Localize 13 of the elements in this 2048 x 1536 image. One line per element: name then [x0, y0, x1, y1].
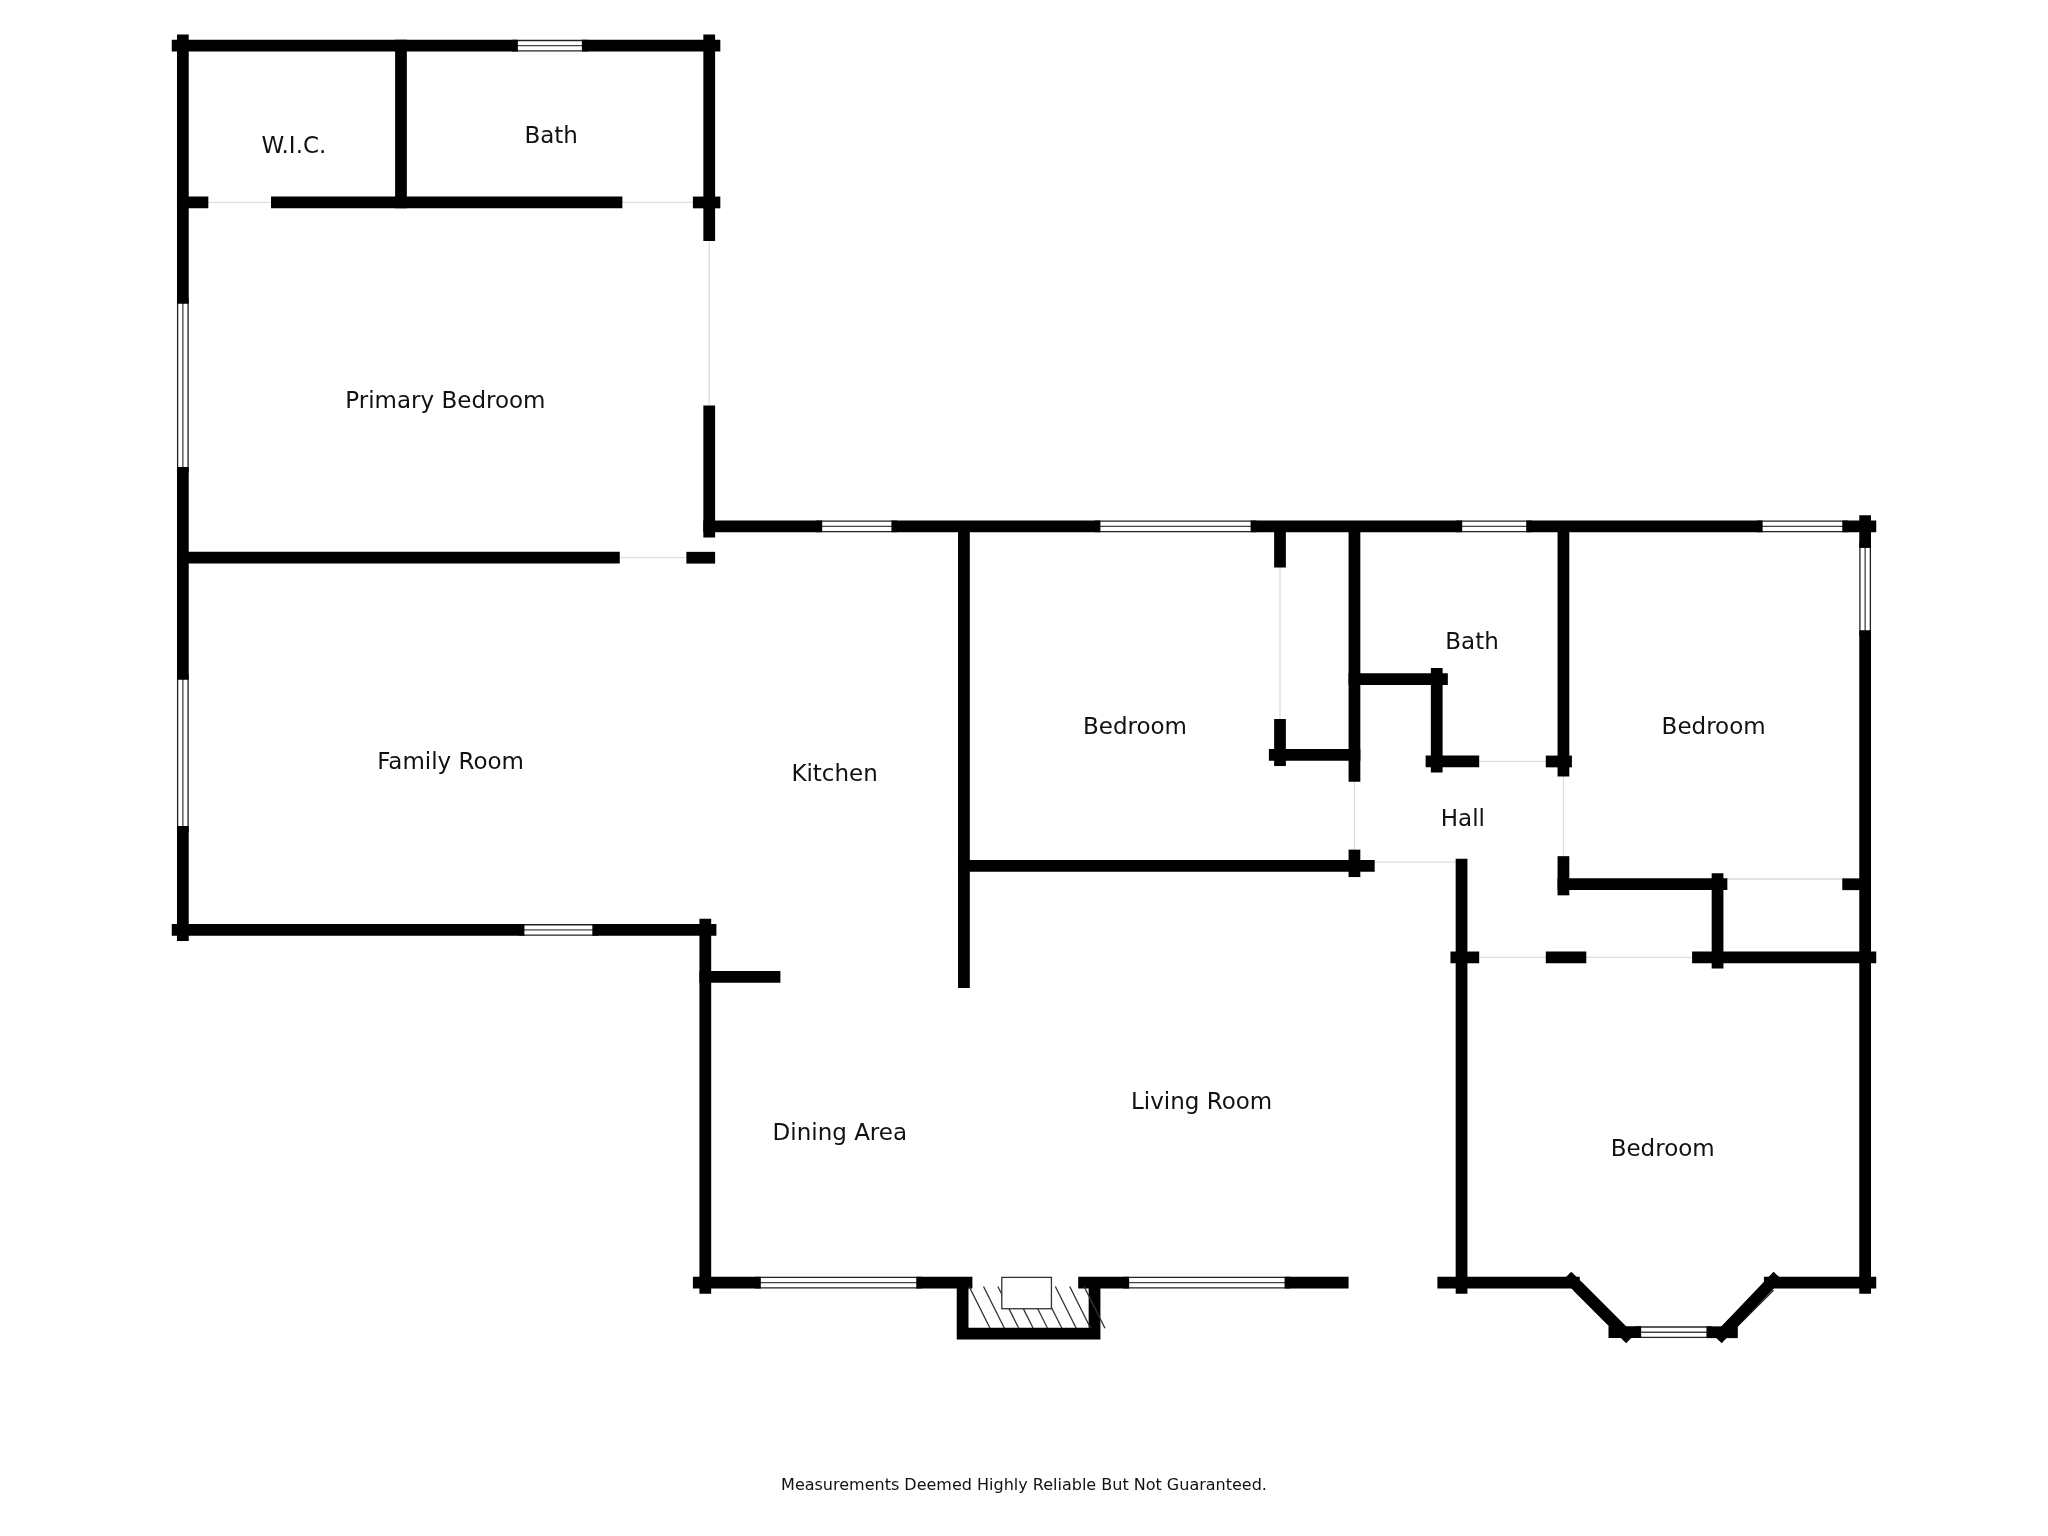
caption-text: Measurements Deemed Highly Reliable But Not Guaranteed. — [781, 1474, 1267, 1494]
room-label: Family Room — [377, 748, 524, 775]
room-label: Bedroom — [1661, 713, 1766, 740]
room-label: Hall — [1440, 804, 1485, 831]
room-label: Dining Area — [772, 1119, 908, 1146]
room-label: Bath — [524, 121, 578, 148]
room-label: Primary Bedroom — [345, 386, 546, 413]
room-label: Bedroom — [1610, 1135, 1715, 1162]
room-label: Kitchen — [791, 760, 878, 787]
room-label: Living Room — [1131, 1088, 1273, 1115]
room-label: W.I.C. — [261, 131, 327, 158]
room-label: Bedroom — [1083, 713, 1188, 740]
room-label: Bath — [1445, 628, 1499, 655]
